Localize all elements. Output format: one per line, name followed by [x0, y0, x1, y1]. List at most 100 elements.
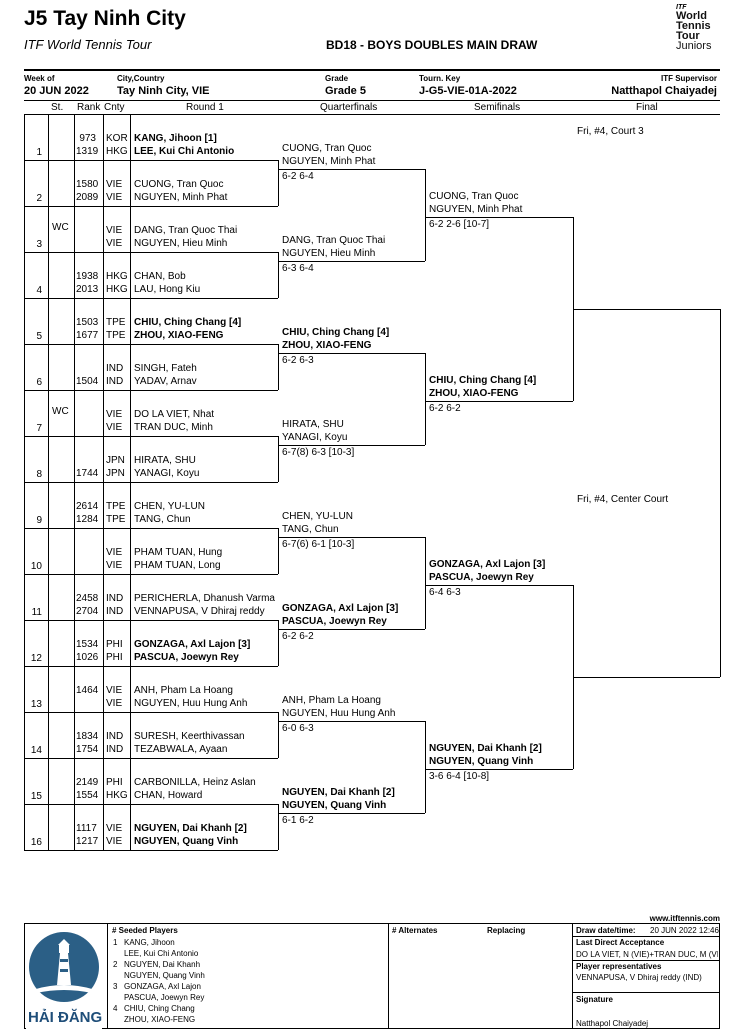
col-round1: Round 1	[186, 102, 224, 113]
entry-country: VIE	[106, 225, 123, 236]
tourn-key-label: Tourn. Key	[419, 74, 461, 83]
entry-country: VIE	[106, 422, 123, 433]
entry-line	[24, 252, 278, 253]
bracket-line	[425, 353, 426, 445]
city-value: Tay Ninh City, VIE	[117, 85, 210, 97]
entry-rank: 1026	[76, 652, 99, 663]
logo-line: Tennis	[676, 20, 711, 32]
entry-country: JPN	[106, 455, 125, 466]
bracket-line	[278, 436, 279, 482]
lighthouse-logo: HẢI ĐĂNG	[26, 927, 102, 1029]
player-name: DO LA VIET, Nhat	[134, 409, 215, 420]
entry-rank: 1534	[76, 639, 99, 650]
alternates-header: # Alternates	[392, 926, 438, 935]
seed-player: NGUYEN, Dai Khanh	[124, 960, 201, 969]
entry-status: WC	[52, 406, 69, 417]
entry-line	[24, 758, 278, 759]
week-value: 20 JUN 2022	[24, 85, 89, 97]
logo-sup: ITF	[676, 4, 687, 11]
entry-country: IND	[106, 376, 124, 387]
bracket-line	[278, 804, 279, 850]
qf-player: NGUYEN, Quang Vinh	[282, 800, 387, 811]
entry-number: 14	[30, 745, 42, 756]
seed-player: ZHOU, XIAO-FENG	[124, 1015, 196, 1024]
bracket-line	[278, 160, 279, 206]
player-name: VENNAPUSA, V Dhiraj reddy	[134, 606, 265, 617]
website[interactable]: www.itftennis.com	[649, 914, 720, 923]
entry-country: TPE	[106, 501, 126, 512]
entry-number: 16	[30, 837, 42, 848]
player-name: NGUYEN, Dai Khanh [2]	[134, 823, 247, 834]
sf-player: GONZAGA, Axl Lajon [3]	[429, 559, 546, 570]
col-semifinals: Semifinals	[474, 102, 521, 113]
entry-country: VIE	[106, 823, 123, 834]
player-name: ANH, Pham La Hoang	[134, 685, 233, 696]
entry-country: VIE	[106, 409, 123, 420]
entry-country: VIE	[106, 179, 123, 190]
entry-line	[24, 482, 278, 483]
qf-line	[278, 721, 425, 722]
entry-country: JPN	[106, 468, 125, 479]
sf-score: 3-6 6-4 [10-8]	[429, 771, 490, 782]
qf-player: YANAGI, Koyu	[282, 432, 348, 443]
bracket-line	[425, 537, 426, 629]
entry-country: IND	[106, 744, 124, 755]
entry-country: VIE	[106, 192, 123, 203]
qf-player: NGUYEN, Huu Hung Anh	[282, 708, 396, 719]
entry-rank: 1938	[76, 271, 99, 282]
bracket-line	[278, 712, 279, 758]
qf-line	[278, 169, 425, 170]
entry-country: IND	[106, 593, 124, 604]
player-name: LEE, Kui Chi Antonio	[134, 146, 235, 157]
player-name: PHAM TUAN, Long	[134, 560, 221, 571]
entry-number: 6	[36, 377, 42, 388]
entry-country: PHI	[106, 652, 123, 663]
player-name: YANAGI, Koyu	[134, 468, 200, 479]
entry-line	[24, 804, 278, 805]
player-name: CARBONILLA, Heinz Aslan	[134, 777, 256, 788]
supervisor-label: ITF Supervisor	[660, 74, 717, 83]
sf-score: 6-4 6-3	[429, 587, 461, 598]
entry-number: 15	[30, 791, 42, 802]
entry-number: 7	[36, 423, 42, 434]
player-name: PERICHERLA, Dhanush Varma	[134, 593, 275, 604]
player-name: YADAV, Arnav	[134, 376, 197, 387]
qf-player: PASCUA, Joewyn Rey	[282, 616, 387, 627]
player-name: NGUYEN, Hieu Minh	[134, 238, 228, 249]
entry-country: HKG	[106, 284, 128, 295]
player-name: CUONG, Tran Quoc	[134, 179, 224, 190]
entry-line	[24, 620, 278, 621]
col-final: Final	[636, 102, 658, 113]
entry-line	[24, 850, 278, 851]
qf-player: CHIU, Ching Chang [4]	[282, 327, 390, 338]
seed-player: KANG, Jihoon	[124, 938, 175, 947]
seed-player: LEE, Kui Chi Antonio	[124, 949, 199, 958]
week-label: Week of	[24, 74, 55, 83]
qf-player: HIRATA, SHU	[282, 419, 344, 430]
sf-player: PASCUA, Joewyn Rey	[429, 572, 534, 583]
qf-line	[278, 537, 425, 538]
entry-number: 4	[36, 285, 42, 296]
seed-number: 3	[113, 982, 118, 991]
entry-rank: 2614	[76, 501, 99, 512]
entry-rank: 1754	[76, 744, 99, 755]
col-st: St.	[51, 102, 64, 113]
qf-line	[278, 353, 425, 354]
tournament-title: J5 Tay Ninh City	[24, 7, 186, 30]
entry-country: VIE	[106, 547, 123, 558]
entry-number: 3	[36, 239, 42, 250]
itf-juniors-logo: ITF World Tennis Tour Juniors	[676, 4, 720, 56]
bracket-line	[278, 620, 279, 666]
entry-line	[24, 344, 278, 345]
bracket-line	[720, 309, 721, 677]
entry-status: WC	[52, 222, 69, 233]
entry-rank: 973	[79, 133, 96, 144]
entry-country: VIE	[106, 560, 123, 571]
entry-country: HKG	[106, 790, 128, 801]
qf-line	[278, 445, 425, 446]
seed-player: CHIU, Ching Chang	[124, 1004, 195, 1013]
entry-country: PHI	[106, 639, 123, 650]
sf-player: NGUYEN, Minh Phat	[429, 204, 523, 215]
qf-score: 6-2 6-3	[282, 355, 314, 366]
qf-player: CUONG, Tran Quoc	[282, 143, 372, 154]
